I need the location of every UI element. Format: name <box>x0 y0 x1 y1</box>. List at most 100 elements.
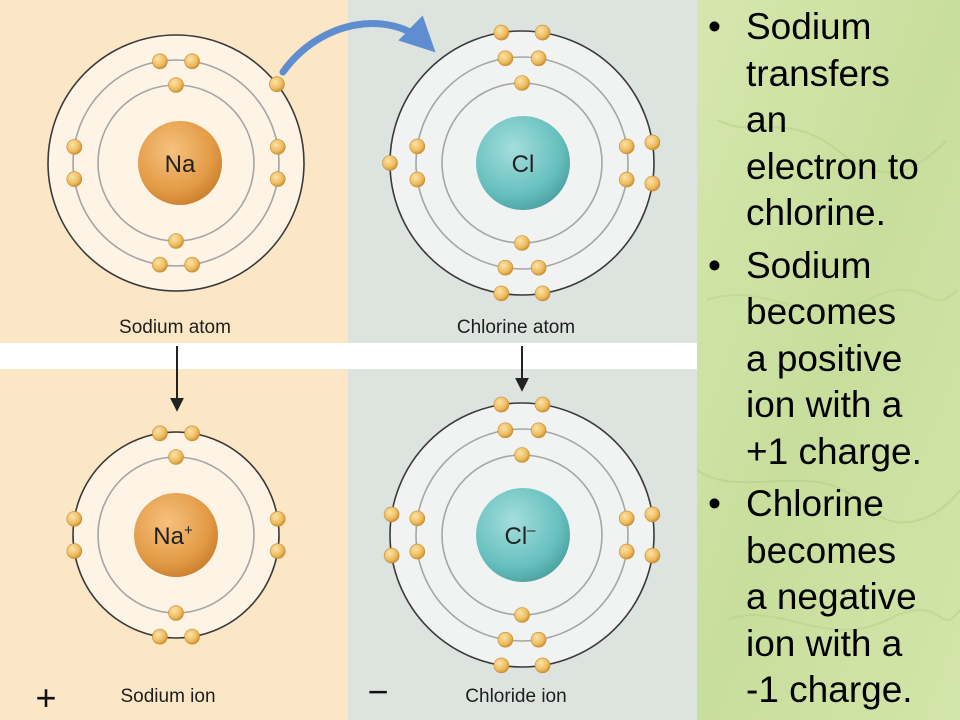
electron <box>409 510 426 527</box>
negative-sign: − <box>367 671 388 712</box>
electron <box>184 425 200 442</box>
electron <box>184 256 200 273</box>
bullet-item: • Sodium transfers an electron to chlorine. <box>705 4 960 237</box>
sodium-atom-nucleus <box>138 121 222 205</box>
electron <box>409 138 426 155</box>
electron <box>66 171 83 187</box>
electron <box>514 235 530 251</box>
electron <box>644 506 661 523</box>
bullet-line: ion with a <box>746 384 903 425</box>
bullet-line: an <box>746 99 788 140</box>
electron <box>514 447 530 463</box>
electron <box>382 155 398 171</box>
chlorine-atom-nucleus <box>476 116 570 210</box>
sodium-atom-nucleus-label: Na <box>165 151 196 178</box>
chloride-ion-electrons <box>383 396 661 674</box>
electron <box>184 628 200 645</box>
chloride-ion-nucleus <box>476 488 570 582</box>
bullet-line: Sodium <box>746 6 872 47</box>
chloride-ion-label: Chloride ion <box>465 686 566 707</box>
electron <box>493 396 510 413</box>
electron <box>530 50 547 67</box>
sodium-ion-nucleus-label: Na+ <box>153 522 193 550</box>
electron <box>269 76 285 92</box>
panel-divider <box>0 343 697 369</box>
electron <box>409 543 426 560</box>
electron <box>152 256 168 273</box>
electron <box>168 77 184 93</box>
bullet-dot: • <box>708 483 721 524</box>
electron <box>168 605 184 621</box>
chloride-ion-nucleus-label: Cl– <box>504 522 536 550</box>
electron <box>152 425 168 442</box>
electron <box>66 511 83 527</box>
bullet-line: ion with a <box>746 622 903 664</box>
electron <box>534 657 551 674</box>
electron <box>269 139 286 155</box>
electron <box>152 628 168 645</box>
sodium-ion-nucleus <box>134 493 218 577</box>
bullet-line: Sodium <box>746 244 872 286</box>
sodium-atom-label: Sodium atom <box>119 317 231 338</box>
electron <box>383 506 400 523</box>
electron <box>514 75 530 91</box>
electron <box>497 631 514 648</box>
sodium-atom-electrons <box>66 53 286 273</box>
electron <box>184 53 200 70</box>
electron <box>493 285 510 302</box>
bullet-line: becomes <box>746 529 897 571</box>
electron <box>66 139 83 155</box>
electron <box>618 543 635 560</box>
electron <box>618 510 635 527</box>
bullet-line: +1 charge. <box>746 430 922 472</box>
electron <box>530 631 547 648</box>
electron <box>493 657 510 674</box>
electron <box>383 547 400 564</box>
textured-background <box>697 0 960 720</box>
electron <box>497 259 514 276</box>
electron <box>534 24 551 41</box>
electron <box>534 396 551 413</box>
electron <box>644 134 661 151</box>
electron <box>618 138 635 155</box>
electron <box>493 24 510 41</box>
electron <box>618 171 635 188</box>
chlorine-atom-nucleus-label: Cl <box>512 151 535 178</box>
positive-sign: + <box>35 677 56 718</box>
electron <box>530 259 547 276</box>
ionic-bond-diagram: Na Cl Na+ Cl– Sodium atom Chlorine atom … <box>0 0 697 720</box>
electron <box>168 233 184 249</box>
bullets-panel: • Sodium transfers an electron to chlorine. • S… <box>697 0 960 720</box>
bullet-line: electron to <box>746 145 919 187</box>
electron <box>534 285 551 302</box>
electron <box>497 50 514 67</box>
electron <box>644 175 661 192</box>
bullet-item: • Chlorine becomes a negative ion with a -1 c… <box>705 481 960 714</box>
sodium-ion-label: Sodium ion <box>120 686 215 707</box>
bullet-line: a negative <box>746 576 917 617</box>
electron <box>409 171 426 188</box>
electron <box>168 449 184 465</box>
bullet-line: a positive <box>746 337 903 379</box>
sodium-ion-electrons <box>66 425 286 645</box>
electron <box>497 422 514 439</box>
electron <box>269 511 286 527</box>
bullet-line: -1 charge. <box>746 669 913 710</box>
bullet-item: • Sodium becomes a positive ion with a +1 cha… <box>705 243 960 476</box>
electron-transfer-arrow <box>279 15 436 76</box>
bullet-line: chlorine. <box>746 192 886 233</box>
electron <box>269 543 286 559</box>
bullet-line: Chlorine <box>746 483 884 524</box>
bullet-line: transfers <box>746 52 890 94</box>
bullet-dot: • <box>708 6 721 47</box>
chlorine-atom-electrons <box>382 24 661 302</box>
bullet-line: becomes <box>746 291 897 332</box>
electron <box>530 422 547 439</box>
bullet-list: • Sodium transfers an electron to chlorine. • S… <box>705 4 960 720</box>
electron <box>644 547 661 564</box>
bullet-dot: • <box>708 244 721 286</box>
electron <box>66 543 83 559</box>
electron <box>269 171 286 187</box>
electron <box>152 53 168 70</box>
chlorine-atom-label: Chlorine atom <box>457 317 575 338</box>
